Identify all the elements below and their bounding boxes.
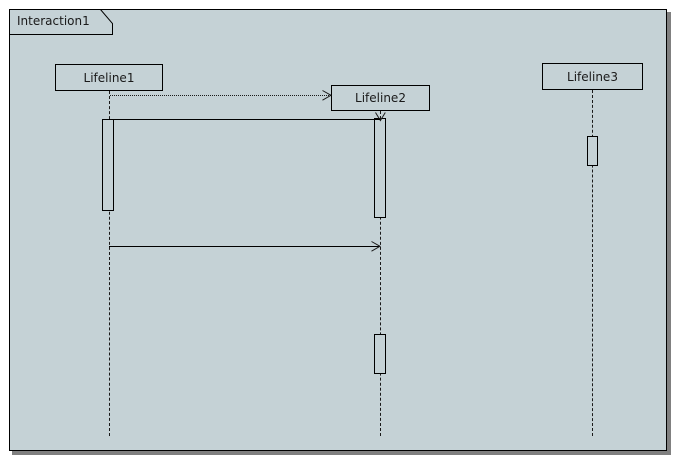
activation-bar-lifeline2-2[interactable] xyxy=(374,334,386,374)
message-line-1[interactable] xyxy=(110,95,331,96)
activation-bar-lifeline1-1[interactable] xyxy=(102,119,114,211)
frame-title: Interaction1 xyxy=(17,14,90,28)
message-arrowhead-1-icon xyxy=(322,90,333,101)
lifeline-stem-lifeline2 xyxy=(380,111,381,436)
message-line-2[interactable] xyxy=(380,111,381,120)
message-line-4[interactable] xyxy=(109,246,380,247)
lifeline-head-lifeline1[interactable]: Lifeline1 xyxy=(55,64,163,91)
activation-bar-lifeline3-1[interactable] xyxy=(587,136,598,166)
lifeline-head-lifeline2[interactable]: Lifeline2 xyxy=(331,85,430,111)
lifeline-label-lifeline2: Lifeline2 xyxy=(355,91,406,105)
lifeline-stem-lifeline3 xyxy=(592,90,593,436)
lifeline-head-lifeline3[interactable]: Lifeline3 xyxy=(542,63,643,90)
message-arrowhead-4-icon xyxy=(371,241,382,252)
lifeline-label-lifeline1: Lifeline1 xyxy=(83,70,135,85)
frame-tab xyxy=(9,9,113,35)
lifeline-stem-lifeline1 xyxy=(109,91,110,436)
activation-bar-lifeline2-1[interactable] xyxy=(374,118,386,218)
message-line-3[interactable] xyxy=(108,119,380,120)
lifeline-label-lifeline3: Lifeline3 xyxy=(567,69,618,84)
message-arrowhead-2-icon xyxy=(375,112,386,122)
